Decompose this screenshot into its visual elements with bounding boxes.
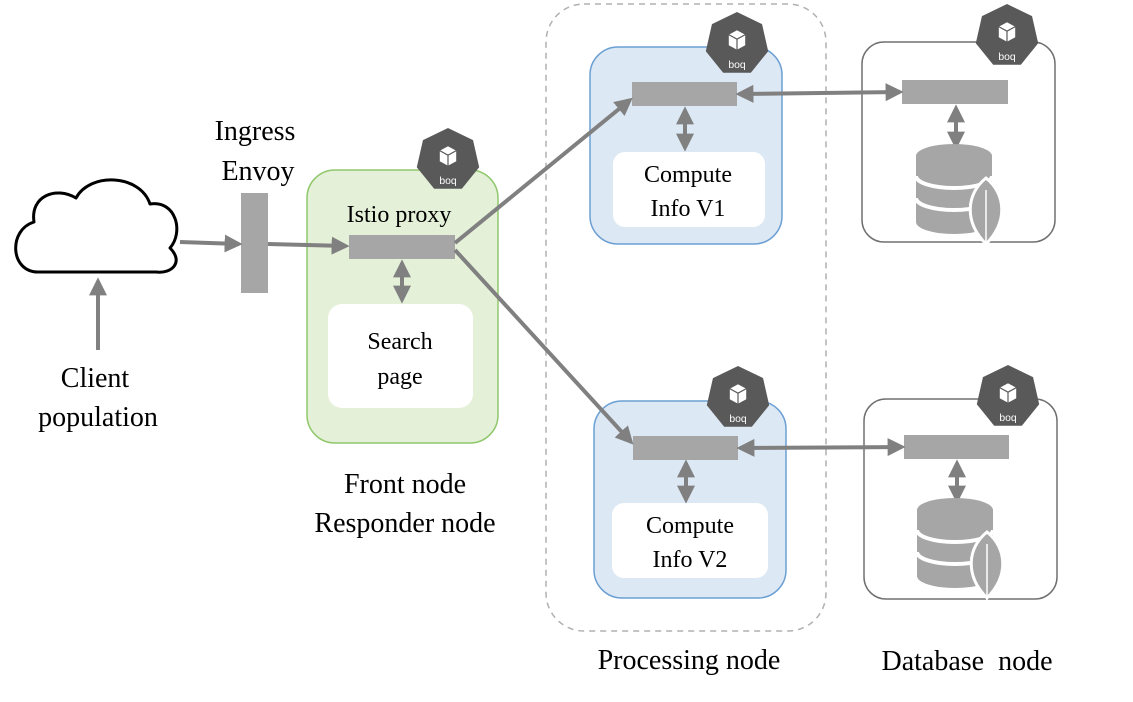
arrow-cloud-to-ingress	[179, 234, 243, 253]
boq-badge-database-1: boq	[975, 3, 1039, 66]
compute-info-v2-box	[612, 503, 768, 578]
client-label-line2: population	[38, 402, 158, 433]
front-node-label: Front node	[344, 469, 466, 500]
arrow-proxy-to-compute-v2	[453, 248, 634, 445]
istio-proxy-bar	[349, 235, 455, 259]
compute-v1-proxy-bar	[632, 82, 737, 106]
processing-node-label: Processing node	[598, 645, 781, 676]
boq-badge-label: boq	[998, 52, 1016, 63]
arrow-proxy-to-compute-v1	[453, 97, 633, 245]
compute-v2-label-line1: Compute	[646, 513, 734, 539]
database-node-label: Database node	[881, 646, 1052, 677]
processing-node-container	[545, 3, 827, 632]
ingress-envoy-bar	[241, 193, 268, 293]
boq-badge-label: boq	[999, 413, 1017, 424]
arrow-ingress-to-proxy	[267, 236, 350, 255]
arrow-v1-to-database-1	[735, 83, 904, 103]
boq-badge-label: boq	[728, 60, 746, 71]
cloud-icon	[14, 178, 179, 274]
search-page-label-line1: Search	[367, 329, 432, 355]
compute-v1-label-line1: Compute	[644, 162, 732, 188]
ingress-label-line2: Envoy	[221, 156, 294, 187]
arrow-v2-to-database-2	[736, 438, 906, 457]
database-2-proxy-bar	[904, 435, 1009, 459]
compute-v1-label-line2: Info V1	[651, 196, 726, 222]
compute-v2-label-line2: Info V2	[653, 547, 728, 573]
database-1-proxy-bar	[902, 80, 1008, 104]
compute-info-v1-box	[613, 152, 765, 227]
istio-proxy-label: Istio proxy	[347, 202, 452, 228]
boq-badge-compute-v2: boq	[706, 365, 770, 428]
boq-badge-label: boq	[439, 176, 457, 187]
search-page-box	[328, 304, 473, 408]
arrows	[89, 83, 966, 504]
boq-badge-database-2: boq	[976, 364, 1040, 427]
ingress-label-line1: Ingress	[215, 116, 296, 147]
boq-badge-compute-v1: boq	[705, 11, 769, 74]
boq-badge-label: boq	[729, 414, 747, 425]
compute-v2-proxy-bar	[633, 436, 738, 460]
search-page-label-line2: page	[377, 364, 422, 390]
responder-node-label: Responder node	[314, 508, 495, 539]
boq-badge-front: boq	[416, 127, 480, 190]
client-label-line1: Client	[61, 363, 130, 394]
